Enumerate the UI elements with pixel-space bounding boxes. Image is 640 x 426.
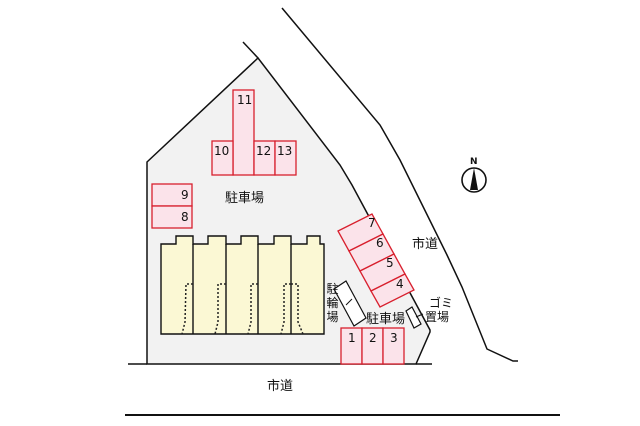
parking-label-11: 11	[237, 93, 253, 107]
north-arrow-icon	[461, 167, 487, 193]
east-road-edge	[281, 7, 518, 362]
parking-space-13	[274, 140, 297, 176]
parking-area-label: 駐車場	[225, 191, 265, 206]
parking-label-8: 8	[181, 210, 189, 224]
city-road-south-label: 市道	[267, 379, 294, 394]
bicycle-parking-label: 駐 輪 場	[326, 282, 339, 324]
road-edge-line	[242, 41, 259, 59]
parking-label-6: 6	[376, 236, 384, 250]
parking-group-west	[151, 183, 193, 229]
unit-interior-dotted-lines	[181, 283, 304, 335]
north-label: N	[470, 157, 478, 167]
parking-label-10: 10	[214, 144, 230, 158]
parking-label-13: 13	[277, 144, 293, 158]
parking-area-south-label: 駐車場	[366, 312, 406, 327]
parking-label-4: 4	[396, 277, 404, 291]
parking-label-1: 1	[348, 331, 356, 345]
parking-space-11	[232, 89, 255, 176]
parking-label-12: 12	[256, 144, 272, 158]
city-road-east-label: 市道	[412, 237, 439, 252]
garbage-area-label: ゴミ 置場	[425, 296, 454, 324]
parking-label-9: 9	[181, 188, 189, 202]
parking-label-5: 5	[386, 256, 394, 270]
parking-space-10	[211, 140, 234, 176]
parking-space-3	[382, 327, 405, 365]
parking-label-2: 2	[369, 331, 377, 345]
parking-space-8	[151, 205, 193, 229]
parking-group-north	[211, 89, 297, 176]
parking-group-east	[337, 213, 415, 308]
garbage-box	[405, 306, 422, 329]
parking-label-7: 7	[368, 216, 376, 230]
parking-label-3: 3	[390, 331, 398, 345]
parking-group-south	[340, 327, 405, 365]
bicycle-parking-box	[333, 280, 367, 327]
parking-space-4	[370, 273, 415, 308]
